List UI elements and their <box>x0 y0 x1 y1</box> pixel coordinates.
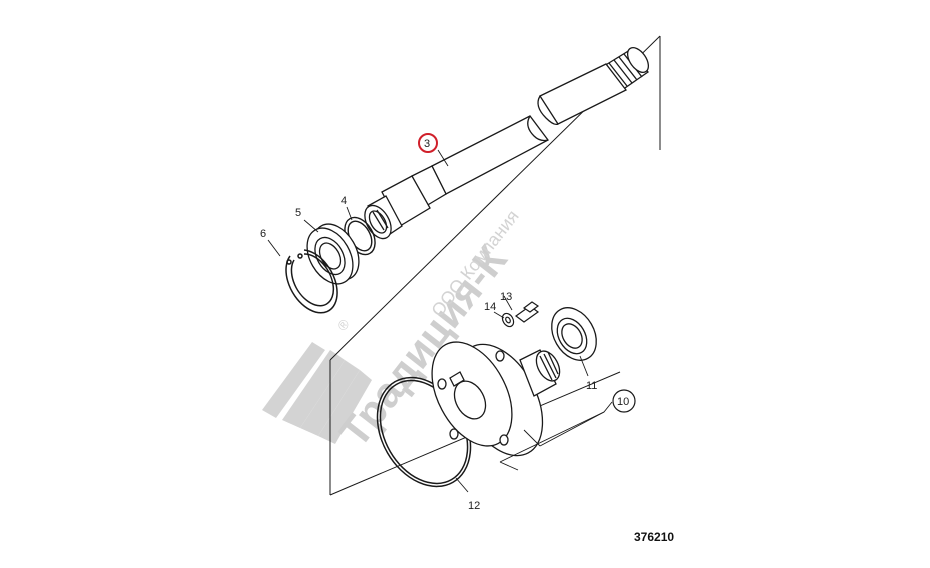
callout-10: 10 <box>617 396 629 408</box>
watermark-registered: ® <box>334 315 353 334</box>
callout-3: 3 <box>424 138 430 150</box>
callout-14: 14 <box>484 301 496 313</box>
washer <box>501 312 515 328</box>
drawing-number: 376210 <box>634 530 674 544</box>
callout-5: 5 <box>295 207 301 219</box>
leader-lines <box>267 149 613 493</box>
callout-11: 11 <box>586 380 597 392</box>
callout-6: 6 <box>260 228 266 240</box>
pump-housing <box>431 341 561 457</box>
callout-4: 4 <box>341 195 347 207</box>
callout-10-ring <box>612 389 636 413</box>
callout-3-highlight-ring <box>418 133 438 153</box>
bolt <box>514 301 540 323</box>
callout-13: 13 <box>500 291 512 303</box>
oil-seal <box>551 307 597 361</box>
callouts: 3 4 5 6 10 11 12 13 14 <box>260 133 636 512</box>
callout-12: 12 <box>468 500 480 512</box>
circlip <box>285 249 338 314</box>
